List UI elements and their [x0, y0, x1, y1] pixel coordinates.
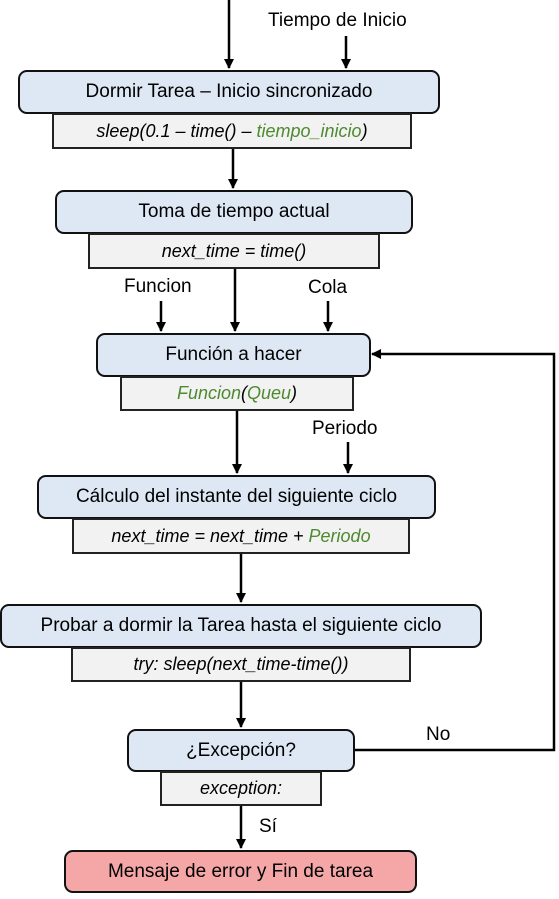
- step-mensaje-error: Mensaje de error y Fin de tarea: [64, 850, 417, 893]
- code-calculo-text: next_time = next_time + Periodo: [111, 525, 371, 546]
- step-toma-tiempo: Toma de tiempo actual: [55, 190, 413, 234]
- code-excepcion: exception:: [160, 771, 322, 806]
- step-calculo-title: Cálculo del instante del siguiente ciclo: [75, 486, 398, 507]
- step-dormir-tarea: Dormir Tarea – Inicio sincronizado: [18, 70, 440, 114]
- label-funcion: Funcion: [124, 276, 192, 297]
- var-funcion: Funcion: [176, 383, 241, 403]
- label-cola: Cola: [308, 277, 348, 298]
- step-funcion-title: Función a hacer: [165, 344, 302, 365]
- code-dormir: sleep(0.1 – time() – tiempo_inicio): [52, 113, 412, 149]
- edge-label-no: No: [426, 724, 451, 745]
- code-toma-text: next_time = time(): [161, 240, 307, 261]
- step-excepcion: ¿Excepción?: [127, 729, 355, 772]
- code-excepcion-text: exception:: [199, 778, 283, 798]
- step-toma-title: Toma de tiempo actual: [138, 201, 330, 222]
- code-probar: try: sleep(next_time-time()): [71, 647, 411, 682]
- arrow-no-loop: [355, 349, 556, 752]
- step-error-title: Mensaje de error y Fin de tarea: [107, 860, 374, 882]
- code-funcion-text: Funcion(Queu): [176, 383, 298, 403]
- step-dormir-title: Dormir Tarea – Inicio sincronizado: [85, 81, 373, 102]
- step-excepcion-title: ¿Excepción?: [186, 739, 296, 761]
- code-dormir-text: sleep(0.1 – time() – tiempo_inicio): [96, 120, 368, 141]
- code-calculo: next_time = next_time + Periodo: [72, 518, 410, 554]
- label-periodo: Periodo: [312, 418, 378, 439]
- step-calculo-instante: Cálculo del instante del siguiente ciclo: [37, 475, 436, 519]
- var-queu: Queu: [247, 383, 292, 403]
- edge-label-si: Sí: [259, 816, 277, 837]
- code-toma: next_time = time(): [88, 233, 380, 269]
- step-funcion-a-hacer: Función a hacer: [96, 333, 371, 377]
- label-tiempo-de-inicio: Tiempo de Inicio: [268, 10, 407, 31]
- step-probar-title: Probar a dormir la Tarea hasta el siguie…: [40, 615, 442, 636]
- step-probar-dormir: Probar a dormir la Tarea hasta el siguie…: [0, 604, 482, 648]
- var-periodo: Periodo: [308, 525, 371, 546]
- var-tiempo-inicio: tiempo_inicio: [256, 120, 362, 141]
- code-funcion: Funcion(Queu): [120, 376, 354, 411]
- code-probar-text: try: sleep(next_time-time()): [133, 654, 349, 674]
